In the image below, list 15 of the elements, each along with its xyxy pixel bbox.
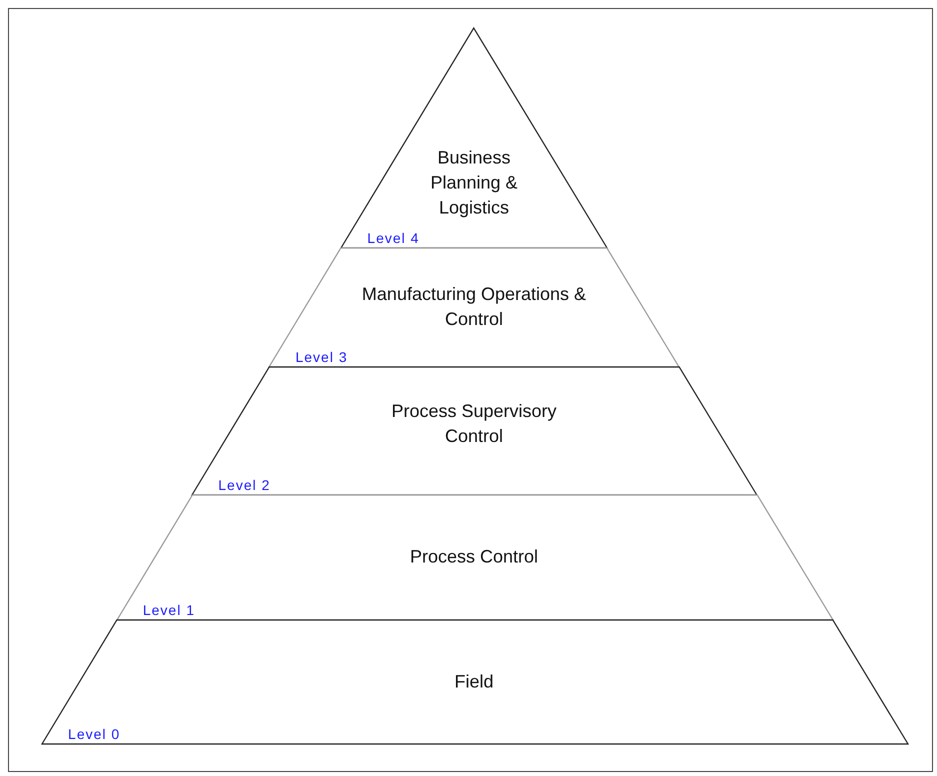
pyramid-level-band [192,367,758,495]
level-title: Field [453,670,494,694]
level-title: Manufacturing Operations & Control [360,283,588,331]
pyramid-level-band [116,495,833,620]
pyramid-level-band [269,248,680,367]
level-title: Process Supervisory Control [390,400,558,448]
level-title: Business Planning & Logistics [429,146,519,220]
level-number-label: Level 2 [218,477,270,493]
pyramid-level-band [42,620,908,744]
level-title: Process Control [408,546,540,568]
level-number-label: Level 0 [68,726,120,742]
pyramid-apex-band [341,28,608,248]
level-number-label: Level 3 [295,349,348,365]
level-number-label: Level 4 [367,230,420,246]
level-number-label: Level 1 [142,602,195,618]
